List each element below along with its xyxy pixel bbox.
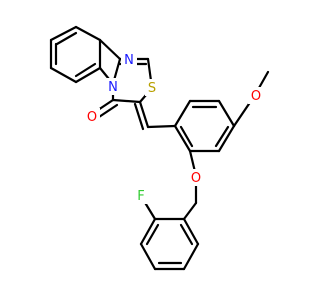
bond <box>179 223 194 246</box>
oxygen-methoxy-label: O <box>248 87 264 104</box>
bond <box>145 223 160 246</box>
nitrogen-imine-label: N <box>121 51 137 68</box>
bond <box>182 242 200 271</box>
bond <box>74 25 102 42</box>
bond <box>139 242 157 271</box>
bond <box>173 99 192 128</box>
bond <box>49 25 78 42</box>
bond <box>138 100 150 129</box>
bond <box>111 98 142 104</box>
atom-text: O <box>191 171 201 186</box>
atom-label-layer: N N S O O O F <box>84 51 264 204</box>
atom-text: N <box>124 53 134 68</box>
bond <box>217 124 236 153</box>
atom-text: O <box>87 110 97 125</box>
bond <box>179 125 194 148</box>
oxygen-carbonyl-label: O <box>84 108 100 125</box>
molecule-drawing: N N S O O O F <box>49 25 270 271</box>
bond <box>97 103 119 119</box>
nitrogen-ring-label: N <box>105 78 121 95</box>
bond <box>74 66 102 84</box>
bond <box>49 66 78 84</box>
bond <box>133 102 145 131</box>
bond <box>182 201 198 221</box>
bond <box>98 38 122 61</box>
atom-text: O <box>251 89 261 104</box>
atom-text: S <box>148 81 156 96</box>
structure-diagram: N N S O O O F <box>49 25 270 271</box>
bond <box>146 124 177 129</box>
sulfur-label: S <box>145 79 160 96</box>
atom-text: F <box>137 189 144 204</box>
bond <box>173 124 192 153</box>
bond <box>74 62 97 78</box>
bond <box>182 217 200 246</box>
fluorine-label: F <box>134 187 148 204</box>
oxygen-ether-label: O <box>188 169 204 186</box>
bond <box>217 99 236 128</box>
bond-layer <box>49 25 270 271</box>
bond <box>214 125 230 148</box>
bond <box>139 217 157 246</box>
bond <box>55 31 78 46</box>
atom-text: N <box>108 80 118 95</box>
